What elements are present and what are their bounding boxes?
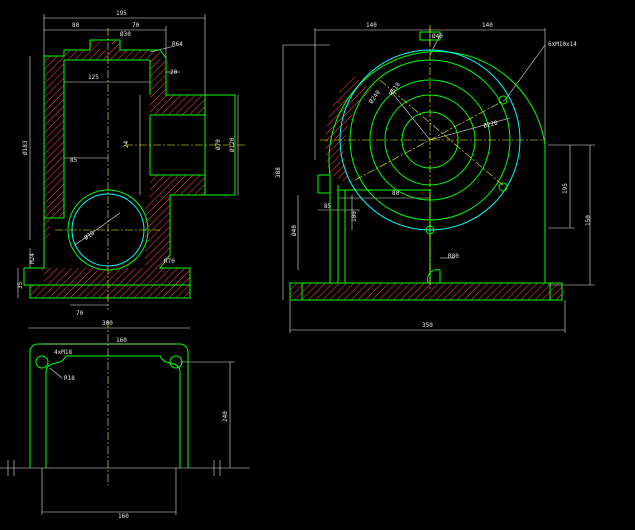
dim-85: 85 <box>324 203 332 210</box>
dim-160b: 160 <box>118 513 129 520</box>
top-outline <box>29 343 189 468</box>
dim-24: 24 <box>123 140 130 148</box>
dim-holes: 4xM18 <box>54 349 72 356</box>
dim-r80: R80 <box>448 253 459 260</box>
side-dimension-lines <box>282 28 595 333</box>
side-hatched <box>290 75 562 300</box>
dim-195: 195 <box>562 183 569 194</box>
dim-125: 125 <box>88 74 99 81</box>
dim-r510: R510 <box>388 81 402 97</box>
dim-388: 388 <box>275 167 282 178</box>
dim-140a: 140 <box>366 22 377 29</box>
dim-phi183: Ø183 <box>22 140 29 155</box>
side-centerlines <box>320 25 545 290</box>
top-labels: 300 160 4xM18 R18 240 160 <box>54 320 229 520</box>
dim-140b: 140 <box>482 22 493 29</box>
side-view: 140 140 Ø40 6xM10x14 R510 Ø240 Ø220 388 … <box>275 22 595 333</box>
dim-20: 20 <box>170 69 178 76</box>
dim-r18: R18 <box>64 375 75 382</box>
dim-phi220: Ø220 <box>483 119 499 130</box>
dim-300: 300 <box>102 320 113 327</box>
dim-80: 80 <box>392 190 400 197</box>
dim-phi30: Ø30 <box>120 31 131 38</box>
dim-160: 160 <box>116 337 127 344</box>
dim-m24: M24 <box>29 253 36 264</box>
dim-195: 195 <box>116 10 127 17</box>
dim-phi70: Ø70 <box>215 139 222 150</box>
dim-150: 150 <box>585 215 592 226</box>
front-dimension-lines <box>17 14 239 306</box>
dim-r70: R70 <box>164 258 175 265</box>
top-hole-left <box>35 355 49 369</box>
dim-85: 85 <box>70 157 78 164</box>
front-centerlines <box>55 28 245 310</box>
dim-70: 70 <box>132 22 140 29</box>
dim-240: 240 <box>222 411 229 422</box>
front-outline <box>23 39 236 299</box>
dim-r64: R64 <box>172 41 183 48</box>
top-view: 300 160 4xM18 R18 240 160 <box>0 320 250 520</box>
dim-100: 100 <box>351 211 358 222</box>
front-hatched-walls <box>30 40 205 298</box>
dim-phi120: Ø120 <box>229 137 236 152</box>
dim-35: 35 <box>17 281 24 289</box>
dim-350: 350 <box>422 322 433 329</box>
dim-80: 80 <box>72 22 80 29</box>
dim-holes: 6xM10x14 <box>548 41 577 48</box>
dim-phi40: Ø40 <box>432 33 443 40</box>
dim-phi40b: Ø40 <box>291 225 298 236</box>
dim-70b: 70 <box>76 310 84 317</box>
bolt-hole-2 <box>498 182 508 192</box>
bolt-hole-1 <box>498 95 508 105</box>
front-section-view: 195 80 70 Ø30 R64 20 125 Ø183 85 24 Ø70 … <box>17 10 245 317</box>
top-dimension-lines <box>0 327 250 515</box>
